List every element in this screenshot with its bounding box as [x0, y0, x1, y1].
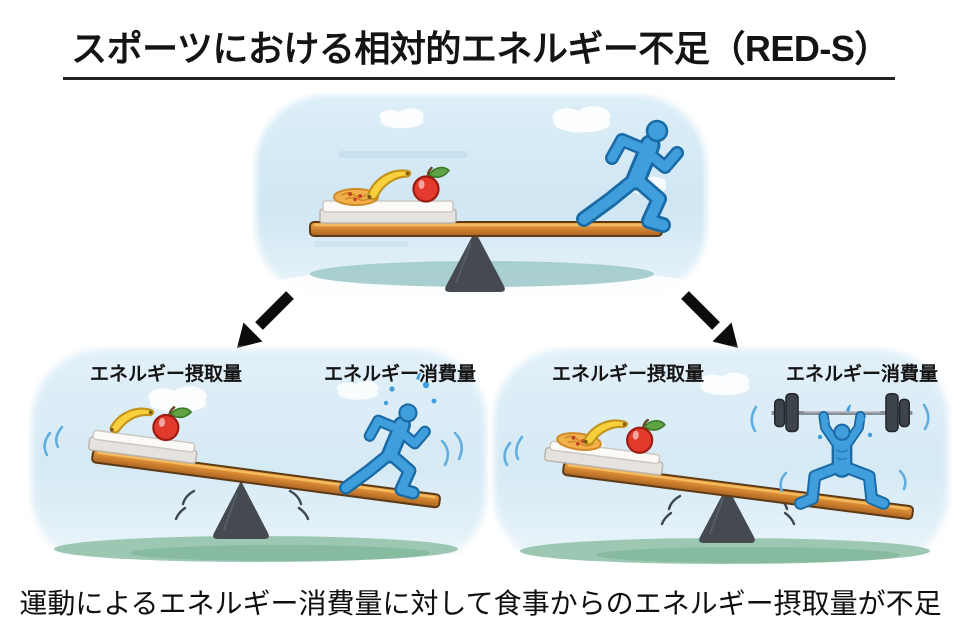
lifter-body: [796, 412, 889, 508]
fulcrum-highlight: [223, 492, 238, 531]
page-title: スポーツにおける相対的エネルギー不足（RED-S）: [71, 28, 890, 69]
shake-marks-icon: [174, 489, 310, 521]
muscle-lines: [836, 449, 848, 461]
seesaw-plank: [309, 221, 663, 237]
seesaw-plank: [91, 448, 441, 509]
sky-streak: [314, 241, 409, 247]
fulcrum-highlight: [455, 242, 472, 284]
panel-weightlifter-imbalance: エネルギー摂取量 エネルギー消費量: [490, 345, 952, 575]
energy-intake-label: エネルギー摂取量: [89, 364, 242, 385]
barbell-icon: [771, 392, 913, 433]
panel-runner-imbalance: エネルギー摂取量 エネルギー消費量: [28, 345, 490, 575]
arrow-down-left-icon: [237, 291, 294, 348]
seesaw-fulcrum: [445, 231, 505, 292]
sky-background: [32, 349, 486, 565]
sky-streak: [338, 151, 468, 158]
right-scene-illustration: [490, 349, 952, 575]
sweat-drops-icon: [383, 372, 437, 406]
food-tray-icon: [319, 200, 457, 224]
seesaw-plank: [562, 461, 914, 520]
arrow-head: [712, 322, 738, 348]
left-scene-illustration: [28, 349, 490, 575]
caption: 運動によるエネルギー消費量に対して食事からのエネルギー摂取量が不足: [19, 588, 942, 619]
sweat-drops-icon: [817, 404, 873, 440]
energy-expenditure-label: エネルギー消費量: [323, 364, 476, 385]
arrow-shaft: [681, 291, 720, 330]
cloud-icon: [552, 106, 611, 133]
energy-intake-label: エネルギー摂取量: [551, 364, 704, 385]
motion-lines-icon: [503, 403, 930, 493]
motion-lines-icon: [43, 425, 464, 467]
arrow-shaft: [255, 291, 294, 330]
grass-shade: [596, 547, 900, 563]
fulcrum-highlight: [709, 497, 724, 535]
energy-expenditure-label: エネルギー消費量: [785, 364, 938, 385]
sky-background: [256, 95, 706, 297]
food-tray-icon: [87, 429, 198, 465]
title-underline: [63, 77, 895, 80]
seesaw-fulcrum: [699, 486, 755, 543]
arrow-head: [237, 322, 263, 348]
cloud-icon: [379, 108, 424, 129]
seesaw-fulcrum: [213, 481, 269, 539]
lifter-head: [833, 423, 851, 441]
arrow-down-right-icon: [681, 291, 738, 348]
grass-shade: [130, 545, 430, 561]
tilted-seesaw: [543, 415, 914, 520]
tilted-seesaw: [87, 403, 441, 509]
top-scene-illustration: [252, 95, 710, 303]
sky-background: [494, 349, 948, 565]
